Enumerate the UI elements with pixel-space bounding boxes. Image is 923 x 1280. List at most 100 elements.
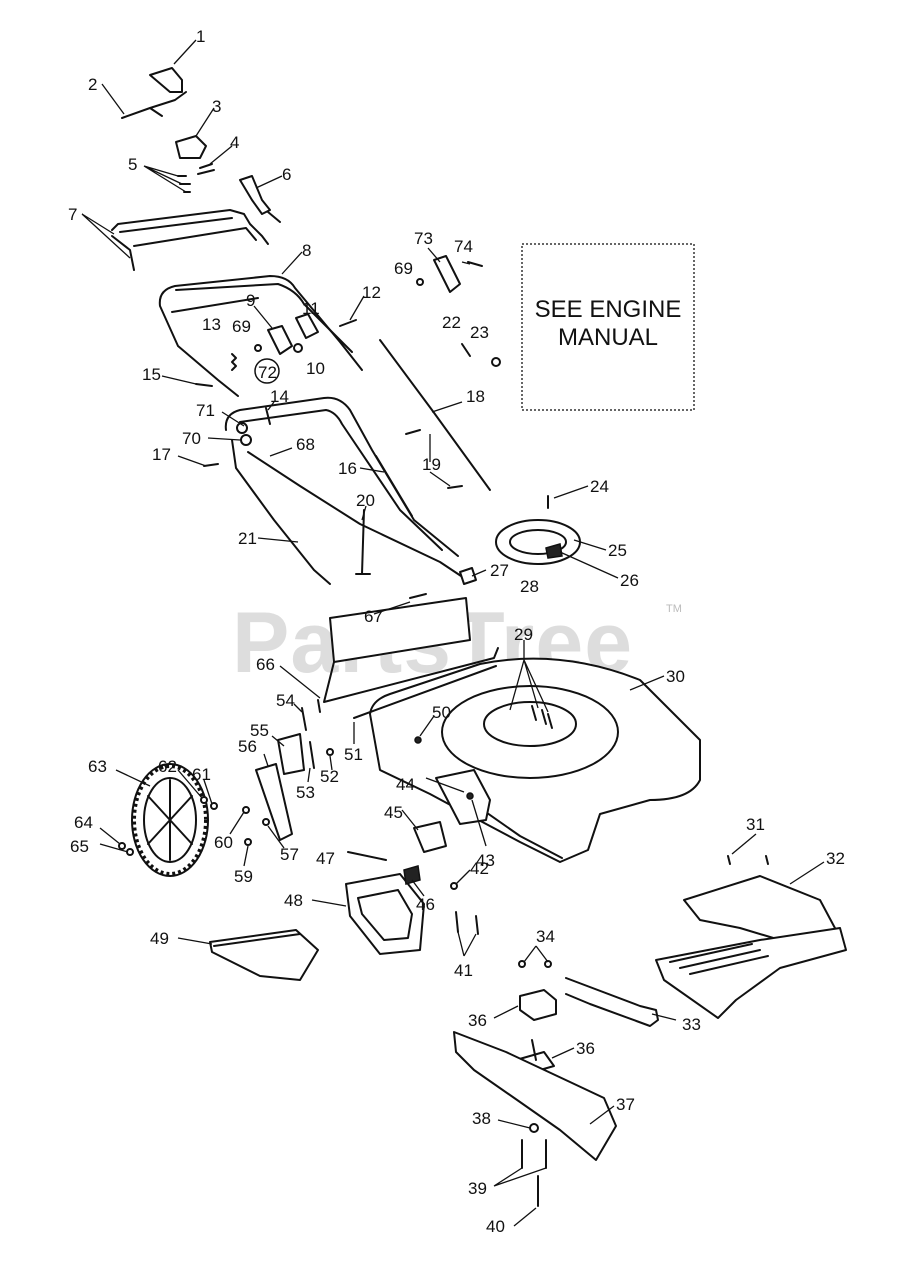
leader-42 [455, 869, 471, 885]
part-62 [200, 796, 208, 804]
engine-mount [495, 495, 581, 565]
part-55 [277, 733, 305, 775]
leader-37 [589, 1105, 615, 1125]
part-7-bail-inner [133, 227, 257, 247]
part-6-shaft [267, 211, 281, 223]
part-27 [459, 567, 477, 585]
callout-73: 73 [414, 229, 433, 248]
callout-64: 64 [74, 813, 93, 832]
leader-33 [651, 1013, 677, 1021]
part-30-deck-opening [483, 701, 577, 747]
callout-60: 60 [214, 833, 233, 852]
part-20 [355, 509, 371, 575]
callout-46: 46 [416, 895, 435, 914]
height-adjuster [242, 707, 334, 846]
part-49-flap [209, 929, 319, 981]
leader-16 [359, 467, 385, 473]
leader-18 [431, 401, 463, 413]
callout-69b: 69 [394, 259, 413, 278]
callout-71: 71 [196, 401, 215, 420]
callout-8: 8 [302, 241, 311, 260]
callout-66: 66 [256, 655, 275, 674]
part-10 [293, 343, 303, 353]
leader-49 [177, 937, 213, 945]
part-1-bracket [149, 67, 183, 93]
part-handle-inner [239, 409, 443, 551]
callout-29: 29 [514, 625, 533, 644]
part-48-frame [345, 873, 425, 955]
part-43 [466, 792, 474, 800]
part-45 [413, 821, 447, 853]
callout-50: 50 [432, 703, 451, 722]
leader-61 [203, 779, 213, 805]
mower-deck [353, 657, 701, 863]
leader-59 [243, 845, 249, 867]
part-57 [262, 818, 270, 826]
callout-67: 67 [364, 607, 383, 626]
leader-63 [115, 769, 151, 787]
callout-41: 41 [454, 961, 473, 980]
leader-27 [471, 569, 487, 577]
rear-guard [317, 593, 499, 713]
callout-23: 23 [470, 323, 489, 342]
callout-45: 45 [384, 803, 403, 822]
leader-70 [207, 437, 241, 441]
part-67 [409, 593, 427, 599]
part-34a [518, 960, 526, 968]
callout-3: 3 [212, 97, 221, 116]
callout-53: 53 [296, 783, 315, 802]
leader-31 [731, 833, 757, 855]
leader-38 [497, 1119, 531, 1129]
callout-62: 62 [158, 757, 177, 776]
leader-46 [411, 879, 425, 897]
leader-30 [629, 675, 665, 691]
callout-57: 57 [280, 845, 299, 864]
part-15 [195, 383, 213, 387]
part-37-blade [453, 1031, 617, 1161]
callouts: 1 2 3 4 5 6 7 8 9 11 12 13 69 10 72 15 1… [68, 27, 845, 1236]
callout-49: 49 [150, 929, 169, 948]
callout-72: 72 [258, 363, 277, 382]
callout-68: 68 [296, 435, 315, 454]
part-50 [414, 736, 422, 744]
callout-54: 54 [276, 691, 295, 710]
part-4 [197, 163, 215, 175]
callout-17: 17 [152, 445, 171, 464]
leader-19 [429, 434, 451, 487]
leader-14 [267, 401, 275, 411]
part-59 [244, 838, 252, 846]
blade-assembly [453, 960, 659, 1207]
part-21-lower-handle [231, 439, 331, 585]
callout-15: 15 [142, 365, 161, 384]
leader-6 [255, 175, 283, 189]
part-68-crossbar [247, 451, 465, 579]
callout-51: 51 [344, 745, 363, 764]
leader-39 [493, 1167, 547, 1187]
callout-27: 27 [490, 561, 509, 580]
leader-67 [373, 601, 411, 615]
lower-handle [203, 396, 477, 585]
part-51-rod [353, 665, 497, 719]
callout-55: 55 [250, 721, 269, 740]
part-8-upper-handle-inner [175, 283, 353, 353]
leader-62 [177, 769, 203, 799]
callout-65: 65 [70, 837, 89, 856]
leader-9 [253, 305, 273, 329]
part-26 [545, 543, 563, 559]
leader-56 [263, 753, 269, 767]
leader-4 [209, 145, 233, 165]
side-discharge [655, 855, 847, 1019]
part-60 [242, 806, 250, 814]
callout-37: 37 [616, 1095, 635, 1114]
callout-1: 1 [196, 27, 205, 46]
leader-54 [293, 703, 303, 713]
control-parts [111, 67, 501, 517]
callout-32: 32 [826, 849, 845, 868]
part-8-upper-handle [158, 275, 363, 397]
part-29-bolts [531, 705, 553, 729]
callout-42: 42 [470, 859, 489, 878]
leader-36b [551, 1047, 575, 1059]
engine-note-line2: MANUAL [558, 324, 658, 351]
part-32-chute [655, 927, 847, 1019]
